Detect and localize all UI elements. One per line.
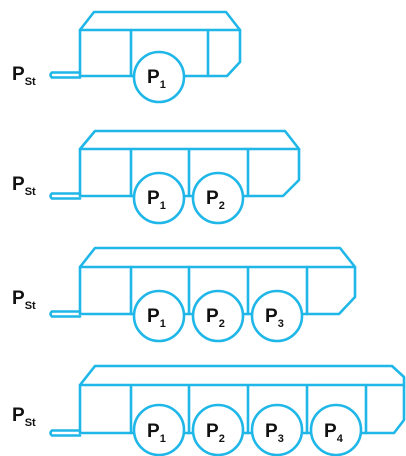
wheel-load-label: P2 bbox=[206, 306, 225, 330]
hitch-load-symbol: P bbox=[12, 174, 25, 195]
wheel-load-subscript: 1 bbox=[160, 200, 166, 212]
hitch-load-subscript: St bbox=[25, 76, 36, 88]
wheel-2: P2 bbox=[191, 171, 245, 225]
wheel-1: P1 bbox=[132, 289, 186, 343]
hitch-load-label: PSt bbox=[12, 64, 36, 88]
trailer-body bbox=[78, 10, 242, 78]
hitch-load-subscript: St bbox=[25, 417, 36, 429]
wheel-load-symbol: P bbox=[265, 421, 278, 442]
wheel-load-subscript: 2 bbox=[219, 200, 225, 212]
wheel-2: P2 bbox=[191, 403, 245, 456]
wheel-load-symbol: P bbox=[324, 421, 337, 442]
wheel-load-symbol: P bbox=[206, 188, 219, 209]
wheel-load-symbol: P bbox=[147, 67, 160, 88]
wheel-load-symbol: P bbox=[206, 306, 219, 327]
trailer-4: PSt P1 P2 P3 bbox=[12, 364, 406, 456]
trailer-1: PSt P1 bbox=[12, 10, 242, 104]
wheel-load-symbol: P bbox=[147, 188, 160, 209]
wheel-load-subscript: 3 bbox=[278, 433, 284, 445]
hitch-load-symbol: P bbox=[12, 405, 25, 426]
wheel-load-symbol: P bbox=[206, 421, 219, 442]
trailer-body bbox=[78, 364, 406, 435]
wheel-load-subscript: 1 bbox=[160, 318, 166, 330]
hitch-load-subscript: St bbox=[25, 300, 36, 312]
hitch-load-label: PSt bbox=[12, 405, 36, 429]
hitch-load-symbol: P bbox=[12, 288, 25, 309]
drawbar bbox=[49, 429, 82, 437]
hitch-load-label: PSt bbox=[12, 288, 36, 312]
wheel-load-subscript: 1 bbox=[160, 433, 166, 445]
wheel-load-label: P1 bbox=[147, 67, 166, 91]
hitch-load-subscript: St bbox=[25, 186, 36, 198]
wheel-load-subscript: 2 bbox=[219, 433, 225, 445]
wheel-load-symbol: P bbox=[265, 306, 278, 327]
wheel-load-label: P3 bbox=[265, 421, 284, 445]
trailer-2: PSt P1 P2 bbox=[12, 129, 301, 225]
wheel-1: P1 bbox=[132, 50, 186, 104]
trailer-3: PSt P1 P2 P3 bbox=[12, 246, 357, 343]
wheel-load-label: P1 bbox=[147, 421, 166, 445]
drawbar bbox=[49, 192, 82, 200]
wheel-load-symbol: P bbox=[147, 421, 160, 442]
wheel-load-label: P2 bbox=[206, 421, 225, 445]
wheel-2: P2 bbox=[191, 289, 245, 343]
hitch-load-symbol: P bbox=[12, 64, 25, 85]
drawbar bbox=[49, 71, 82, 79]
drawbar bbox=[49, 310, 82, 318]
wheel-load-subscript: 2 bbox=[219, 318, 225, 330]
trailer-body bbox=[78, 129, 301, 198]
wheel-load-label: P4 bbox=[324, 421, 344, 445]
wheel-load-symbol: P bbox=[147, 306, 160, 327]
wheel-3: P3 bbox=[250, 403, 304, 456]
wheel-load-subscript: 3 bbox=[278, 318, 284, 330]
wheel-3: P3 bbox=[250, 289, 304, 343]
wheel-load-label: P3 bbox=[265, 306, 284, 330]
wheel-4: P4 bbox=[309, 403, 363, 456]
wheel-load-subscript: 4 bbox=[337, 433, 344, 445]
wheel-load-label: P1 bbox=[147, 188, 166, 212]
hitch-load-label: PSt bbox=[12, 174, 36, 198]
wheel-load-label: P1 bbox=[147, 306, 166, 330]
wheel-1: P1 bbox=[132, 403, 186, 456]
trailer-body bbox=[78, 246, 357, 316]
wheel-1: P1 bbox=[132, 171, 186, 225]
wheel-load-label: P2 bbox=[206, 188, 225, 212]
wheel-load-subscript: 1 bbox=[160, 79, 166, 91]
